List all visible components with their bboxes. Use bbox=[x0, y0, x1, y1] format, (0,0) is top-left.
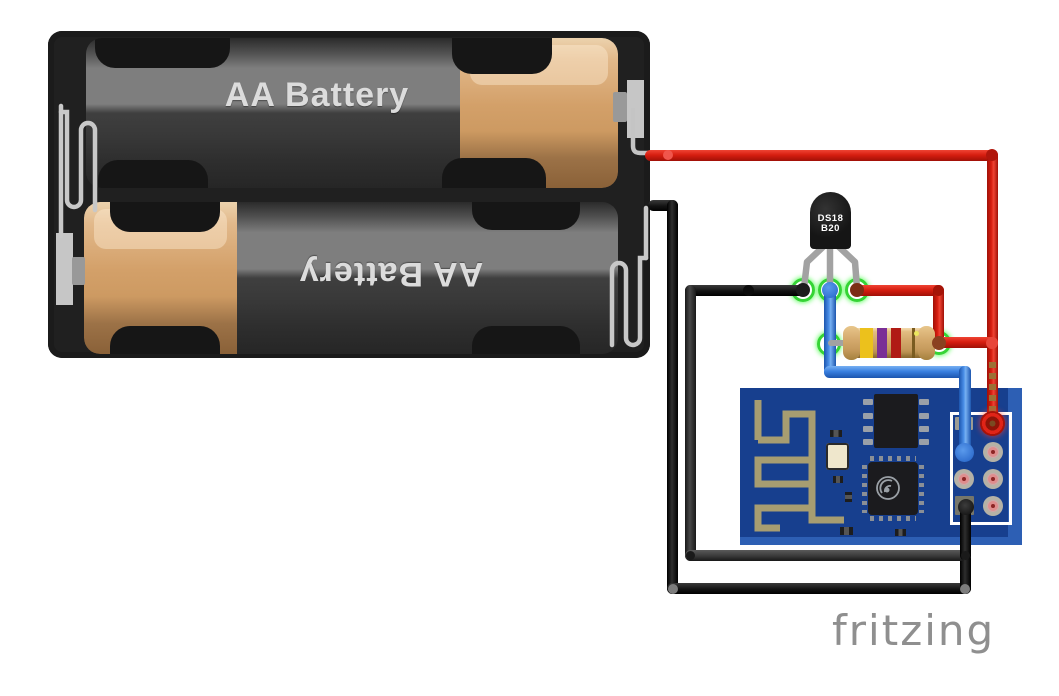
blue-wire-segment bbox=[824, 366, 971, 378]
bendpoint bbox=[686, 551, 695, 560]
bendpoint bbox=[743, 285, 754, 296]
bendpoint bbox=[933, 285, 944, 296]
gray-wire-segment bbox=[685, 550, 971, 561]
resistor-vcc-terminal bbox=[932, 336, 946, 350]
blue-wire-segment bbox=[824, 288, 836, 374]
bendpoint bbox=[961, 551, 970, 560]
sensor-gnd-terminal bbox=[796, 283, 810, 297]
holder-clip bbox=[98, 160, 208, 188]
chip-pins bbox=[919, 465, 924, 513]
contact-plate bbox=[56, 233, 73, 305]
chip-pad bbox=[919, 399, 929, 405]
sensor-data-terminal bbox=[822, 282, 838, 298]
resistor-end bbox=[843, 326, 860, 360]
holder-clip bbox=[110, 202, 220, 232]
ds18b20-sensor: DS18 B20 bbox=[810, 192, 851, 249]
bendpoint bbox=[986, 337, 998, 349]
header-pin bbox=[954, 469, 974, 489]
chip-pad bbox=[863, 426, 873, 432]
contact-nub bbox=[613, 92, 627, 122]
chip-pins bbox=[870, 516, 916, 521]
fritzing-watermark: fritzing bbox=[832, 606, 996, 655]
header-pin bbox=[983, 496, 1003, 516]
battery-top: AA Battery bbox=[86, 38, 618, 188]
esp01-module bbox=[740, 388, 1022, 545]
red-wire-segment bbox=[852, 285, 944, 296]
chip-pins bbox=[862, 465, 867, 513]
holder-clip bbox=[472, 326, 580, 354]
gray-wire-segment bbox=[960, 503, 971, 561]
holder-clip bbox=[472, 202, 580, 230]
holder-clip bbox=[95, 38, 230, 68]
sensor-legs-icon bbox=[800, 242, 861, 292]
header-pin bbox=[983, 442, 1003, 462]
sensor-label-line2: B20 bbox=[821, 223, 840, 234]
bendpoint bbox=[668, 584, 678, 594]
black-wire-terminal bbox=[958, 499, 974, 515]
resistor-band-red bbox=[891, 328, 901, 358]
header-outline bbox=[950, 412, 1012, 525]
red-wire-pin-overlap bbox=[989, 362, 996, 414]
pcb-antenna-icon bbox=[754, 400, 844, 532]
spring-contact-left-icon bbox=[58, 103, 98, 239]
sensor-vcc-terminal bbox=[850, 283, 864, 297]
resistor-band-yellow bbox=[860, 328, 873, 358]
chip-pad bbox=[919, 426, 929, 432]
red-wire-segment bbox=[645, 150, 998, 161]
espressif-logo-icon bbox=[876, 476, 900, 500]
red-wire-segment bbox=[933, 337, 998, 348]
gray-wire-segment bbox=[685, 285, 696, 561]
battery-bottom: AA Battery bbox=[84, 202, 618, 354]
spring-contact-right-icon bbox=[609, 205, 649, 348]
resistor-highlight bbox=[914, 331, 919, 336]
chip-pad bbox=[863, 439, 873, 445]
bendpoint bbox=[960, 584, 970, 594]
smd-part bbox=[833, 476, 843, 483]
chip-pad bbox=[863, 413, 873, 419]
holder-clip bbox=[442, 158, 546, 188]
smd-part bbox=[840, 527, 853, 535]
black-wire-segment bbox=[667, 583, 971, 594]
red-wire-segment bbox=[987, 150, 998, 422]
crystal bbox=[826, 443, 849, 470]
red-wire-terminal bbox=[980, 411, 1005, 436]
positive-contact-lead-icon bbox=[630, 108, 654, 156]
chip-pad bbox=[919, 439, 929, 445]
holder-clip bbox=[452, 38, 552, 74]
black-wire-segment bbox=[960, 553, 971, 594]
resistor-end bbox=[918, 326, 935, 360]
black-wire-segment bbox=[648, 200, 678, 211]
sensor-label-line1: DS18 bbox=[817, 213, 844, 224]
resistor-band-gold bbox=[912, 328, 915, 358]
battery-holder: AA Battery AA Battery bbox=[48, 31, 650, 358]
chip-pins bbox=[870, 456, 916, 461]
battery-top-label: AA Battery bbox=[224, 76, 410, 114]
blue-wire-terminal bbox=[955, 443, 974, 462]
red-wire-segment bbox=[933, 285, 944, 348]
smd-part bbox=[845, 492, 852, 502]
resistor-4k7 bbox=[843, 326, 935, 360]
header-pin bbox=[983, 469, 1003, 489]
chip-pad bbox=[919, 413, 929, 419]
smd-part bbox=[830, 430, 842, 437]
black-wire-segment bbox=[667, 200, 678, 594]
blue-wire-segment bbox=[959, 366, 971, 458]
bendpoint bbox=[986, 149, 998, 161]
flash-chip bbox=[874, 394, 918, 448]
smd-part bbox=[895, 529, 906, 536]
holder-clip bbox=[110, 326, 220, 354]
contact-nub bbox=[72, 257, 85, 285]
battery-bottom-label: AA Battery bbox=[298, 255, 484, 293]
chip-pad bbox=[863, 399, 873, 405]
bendpoint bbox=[663, 150, 673, 160]
resistor-band-violet bbox=[877, 328, 887, 358]
